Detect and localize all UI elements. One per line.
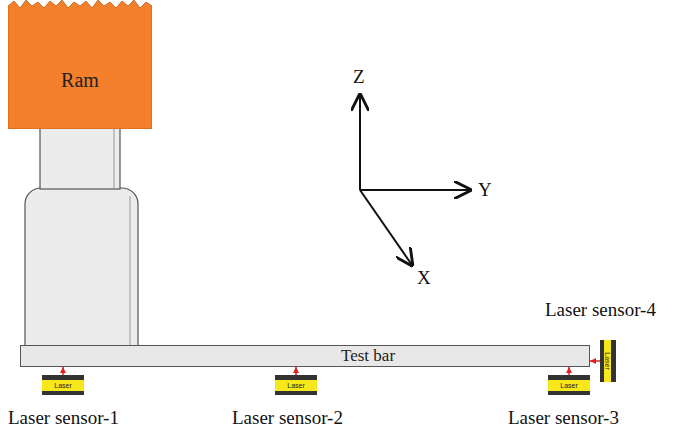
sensor-label: Laser sensor-3 xyxy=(508,408,619,429)
sensor-text: Laser xyxy=(560,382,578,390)
sensor-text: Laser xyxy=(54,382,72,390)
axis-label: Y xyxy=(478,180,492,201)
laser-beam xyxy=(590,360,600,362)
neck-shade xyxy=(114,129,115,188)
spindle-neck xyxy=(40,128,120,189)
ram-box: Ram xyxy=(8,0,152,129)
x-axis xyxy=(360,190,412,265)
axis-label: Z xyxy=(353,67,365,88)
ram-shape xyxy=(8,0,152,129)
test-bar: Test bar xyxy=(20,345,590,367)
laser-sensor: Laser xyxy=(600,340,616,382)
z-axis xyxy=(359,95,361,190)
y-axis xyxy=(360,189,470,191)
laser-sensor: Laser xyxy=(275,375,317,395)
ram-outline xyxy=(8,0,152,129)
laser-sensor: Laser xyxy=(42,375,84,395)
axis-triad xyxy=(360,95,470,265)
spindle-body xyxy=(25,188,138,363)
spindle-shade xyxy=(130,196,131,345)
ram-label: Ram xyxy=(61,69,99,91)
laser-beam xyxy=(295,367,297,375)
sensor-label: Laser sensor-2 xyxy=(232,408,343,429)
sensor-text: Laser xyxy=(287,382,305,390)
laser-beam xyxy=(62,367,64,375)
laser-beam xyxy=(568,367,570,375)
axis-label: X xyxy=(417,268,431,289)
bar-label: Test bar xyxy=(341,347,395,366)
laser-sensor: Laser xyxy=(548,375,590,395)
sensor-text: Laser xyxy=(604,352,612,370)
sensor-label: Laser sensor-1 xyxy=(8,408,119,429)
sensor-label: Laser sensor-4 xyxy=(545,300,656,321)
